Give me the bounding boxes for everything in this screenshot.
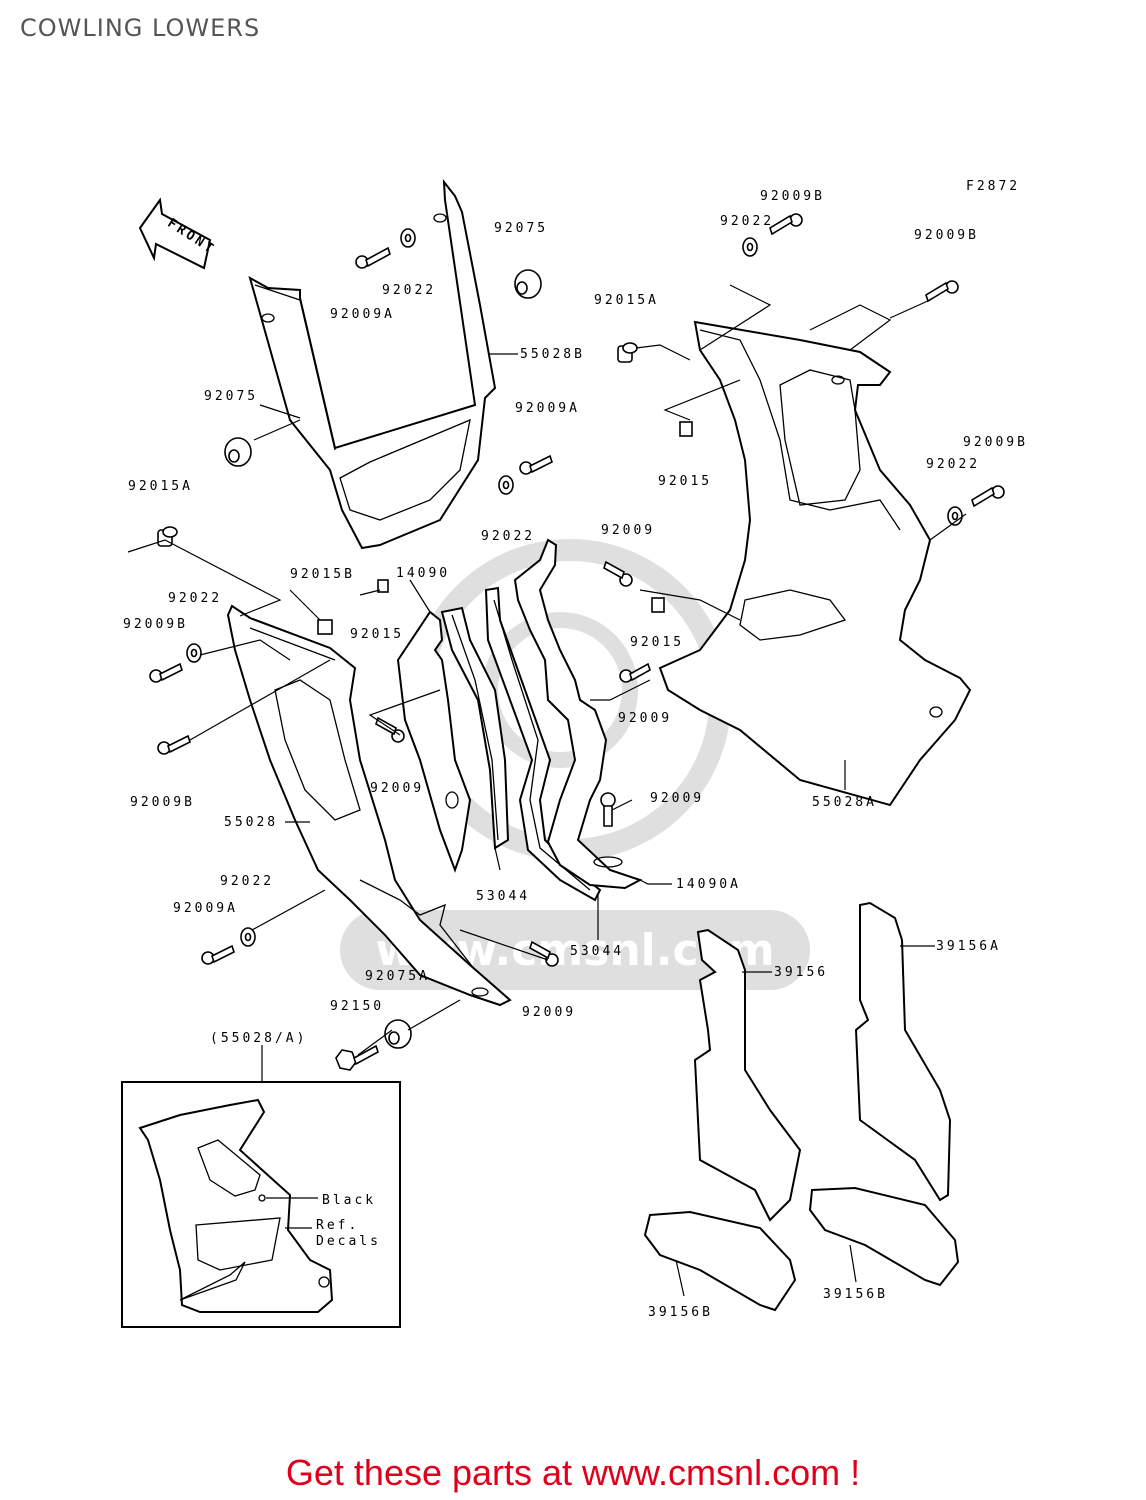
label-92009b-r3: 92009B (963, 435, 1028, 450)
label-53044-b: 53044 (570, 944, 624, 959)
label-92009a-top: 92009A (330, 307, 395, 322)
clip-92015a-r (617, 342, 638, 363)
label-39156a: 39156A (936, 939, 1001, 954)
inset-detail-box: Black Ref. Decals (121, 1081, 401, 1328)
label-92015-right: 92015 (630, 635, 684, 650)
grommet-92075-left (224, 437, 252, 467)
grommet-92075-top (514, 269, 542, 299)
label-92075-top: 92075 (494, 221, 548, 236)
clip-92015a-left (157, 526, 178, 547)
label-92075-left: 92075 (204, 389, 258, 404)
part-labels: 92075 92022 92009A 55028B 92075 92009A 9… (123, 189, 1028, 1320)
label-92009-e: 92009 (601, 523, 655, 538)
washer-92022-low (240, 927, 256, 947)
part-53044-seal-left (440, 606, 510, 850)
screw-92009b-r2 (925, 280, 959, 303)
screw-92009-d (600, 792, 616, 827)
label-39156b-a: 39156B (648, 1305, 713, 1320)
page-title: COWLING LOWERS (20, 14, 261, 42)
label-92015b: 92015B (290, 567, 355, 582)
label-92022-r1: 92022 (720, 214, 774, 229)
part-39156a-pad (854, 901, 952, 1202)
label-55028a: 55028A (812, 795, 877, 810)
screw-92009b-r3 (971, 485, 1005, 508)
label-92015-left: 92015 (350, 627, 404, 642)
label-55028b: 55028B (520, 347, 585, 362)
label-92009-f: 92009 (618, 711, 672, 726)
washer-92022-left (186, 643, 202, 663)
part-53044-seal-right (484, 586, 602, 902)
inset-decals-label-1: Ref. (316, 1218, 359, 1233)
label-92009b-r1: 92009B (760, 189, 825, 204)
label-92009-c: 92009 (522, 1005, 576, 1020)
label-92009b-left: 92009B (123, 617, 188, 632)
label-14090: 14090 (396, 566, 450, 581)
screw-92009-e (603, 560, 633, 587)
label-92009b-left2: 92009B (130, 795, 195, 810)
label-92009a-low: 92009A (173, 901, 238, 916)
label-55028: 55028 (224, 815, 278, 830)
clip-92015-r (679, 421, 693, 437)
washer-92022-mid (498, 475, 514, 495)
washer-92022-r2 (947, 506, 963, 526)
screw-92009-c (529, 940, 559, 967)
label-92022-r2: 92022 (926, 457, 980, 472)
label-92022-top: 92022 (382, 283, 436, 298)
part-55028b-inner-panel (248, 178, 497, 550)
label-92009b-r2: 92009B (914, 228, 979, 243)
figure-code: F2872 (966, 179, 1020, 194)
label-92022-mid: 92022 (481, 529, 535, 544)
grommet-92075a (384, 1019, 412, 1049)
part-39156b-pad-a (643, 1210, 797, 1312)
inset-black-label: Black (322, 1193, 376, 1208)
screw-92009a-mid (519, 454, 553, 475)
label-92015a-r: 92015A (594, 293, 659, 308)
label-92022-low: 92022 (220, 874, 274, 889)
label-92075a: 92075A (365, 969, 430, 984)
hardware-group (149, 213, 1005, 1071)
label-55028a-ref: (55028/A) (210, 1031, 307, 1046)
leader-lines (127, 284, 967, 1297)
clip-92015-right (651, 597, 665, 613)
label-92015a-left: 92015A (128, 479, 193, 494)
label-39156: 39156 (774, 965, 828, 980)
label-92009a-mid: 92009A (515, 401, 580, 416)
label-92015-r: 92015 (658, 474, 712, 489)
label-14090a: 14090A (676, 877, 741, 892)
screw-92009b-r1 (769, 213, 803, 236)
part-55028-left-cowl (226, 604, 512, 1007)
label-92009-d: 92009 (650, 791, 704, 806)
footer-link[interactable]: Get these parts at www.cmsnl.com ! (285, 1452, 861, 1493)
screw-92009b-left2 (157, 734, 191, 755)
part-55028a-right-cowl (658, 320, 972, 807)
part-39156-pad (693, 928, 802, 1222)
screw-92009b-left (149, 662, 183, 683)
label-39156b-b: 39156B (823, 1287, 888, 1302)
part-39156b-pad-b (808, 1186, 960, 1287)
clip-92015-left (377, 579, 389, 593)
screw-92009a-low (201, 944, 235, 965)
part-14090-trim (396, 610, 472, 873)
washer-92022-r1 (742, 237, 758, 257)
part-14090a-inner-cover (513, 538, 643, 890)
label-92009-mid: 92009 (370, 781, 424, 796)
label-92150: 92150 (330, 999, 384, 1014)
front-arrow-icon: FRONT (138, 197, 218, 270)
label-92022-left: 92022 (168, 591, 222, 606)
clip-92015b (317, 619, 333, 635)
washer-92022-top (400, 228, 416, 248)
screw-92009-f (619, 662, 651, 683)
label-53044-a: 53044 (476, 889, 530, 904)
inset-decals-label-2: Decals (316, 1234, 381, 1249)
screw-92009a-top (355, 246, 391, 269)
bolt-92150 (335, 1044, 379, 1071)
